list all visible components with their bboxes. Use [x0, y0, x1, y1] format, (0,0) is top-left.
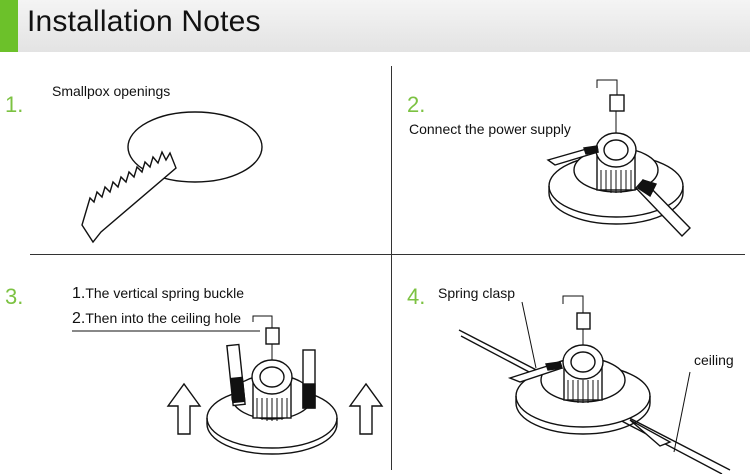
step-3-label-2-text: Then into the ceiling hole	[85, 310, 242, 326]
step-4-illustration	[458, 295, 731, 474]
ceiling-leader-line	[673, 371, 691, 453]
step-3-label-2: 2.Then into the ceiling hole	[72, 310, 241, 328]
vertical-divider	[391, 66, 392, 470]
step-3-number: 3.	[5, 284, 24, 309]
wire-connector	[609, 94, 625, 112]
step-3-label-1-text: The vertical spring buckle	[85, 285, 245, 301]
wire-connector	[265, 327, 280, 345]
step-2-label: Connect the power supply	[409, 121, 571, 137]
step-1-number: 1.	[5, 92, 24, 117]
horizontal-divider	[30, 254, 745, 255]
step-4-number: 4.	[407, 284, 426, 309]
step-4-label-spring-clasp: Spring clasp	[438, 285, 516, 301]
wire-connector	[576, 312, 591, 330]
step-1-label: Smallpox openings	[52, 83, 171, 99]
step-2-illustration	[546, 79, 691, 238]
saw-icon	[81, 150, 177, 244]
step-3-label-1-index: 1.	[72, 285, 86, 302]
step-3-illustration	[72, 315, 384, 455]
up-arrow-right-icon	[348, 382, 384, 435]
step-1-illustration	[81, 111, 263, 244]
spring-clasp-leader-line	[521, 301, 537, 369]
up-arrow-left-icon	[166, 382, 202, 435]
page-title: Installation Notes	[27, 5, 261, 38]
header-accent-bar	[0, 0, 18, 52]
step-3-label-1: 1.The vertical spring buckle	[72, 285, 244, 303]
step-3-label-2-index: 2.	[72, 310, 86, 327]
header-banner: Installation Notes	[0, 0, 750, 52]
step-4-label-ceiling: ceiling	[694, 352, 734, 368]
step-2-number: 2.	[407, 92, 426, 117]
spring-clip-right	[629, 419, 672, 447]
